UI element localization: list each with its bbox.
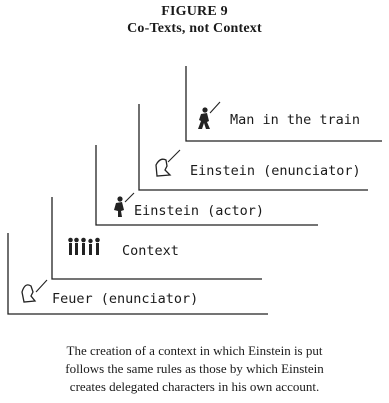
actor-figure-icon (114, 196, 124, 217)
figure-caption: The creation of a context in which Einst… (14, 342, 375, 396)
level-label: Man in the train (230, 112, 360, 128)
level-frame (185, 66, 382, 142)
dash-line (124, 192, 135, 203)
group-of-figures-icon (68, 237, 100, 255)
figure-title: FIGURE 9 (161, 4, 228, 19)
level-man-in-train: Man in the train (185, 66, 382, 142)
dash-line (209, 101, 221, 114)
level-label: Einstein (actor) (134, 203, 264, 219)
caption-line: The creation of a context in which Einst… (66, 343, 323, 358)
level-frame (7, 233, 268, 315)
figure-subtitle: Co-Texts, not Context (127, 21, 262, 36)
level-einstein-enunciator: Einstein (enunciator) (138, 104, 368, 191)
level-einstein-actor: Einstein (actor) (95, 145, 318, 226)
staircase-diagram: Feuer (enunciator) Context Einstein (act… (7, 66, 382, 315)
caption-line: follows the same rules as those by which… (65, 361, 324, 376)
level-label: Feuer (enunciator) (52, 291, 198, 307)
caption-line: creates delegated characters in his own … (69, 379, 320, 394)
level-label: Context (122, 243, 179, 259)
level-frame (138, 104, 368, 191)
enunciator-figure-icon (21, 284, 37, 303)
level-frame (51, 197, 262, 280)
dash-line (35, 279, 48, 293)
enunciator-figure-icon (155, 158, 172, 177)
level-context: Context (51, 197, 262, 280)
level-label: Einstein (enunciator) (190, 163, 361, 179)
dash-line (167, 149, 181, 163)
level-feuer: Feuer (enunciator) (7, 233, 268, 315)
walking-man-icon (198, 107, 210, 129)
level-frame (95, 145, 318, 226)
